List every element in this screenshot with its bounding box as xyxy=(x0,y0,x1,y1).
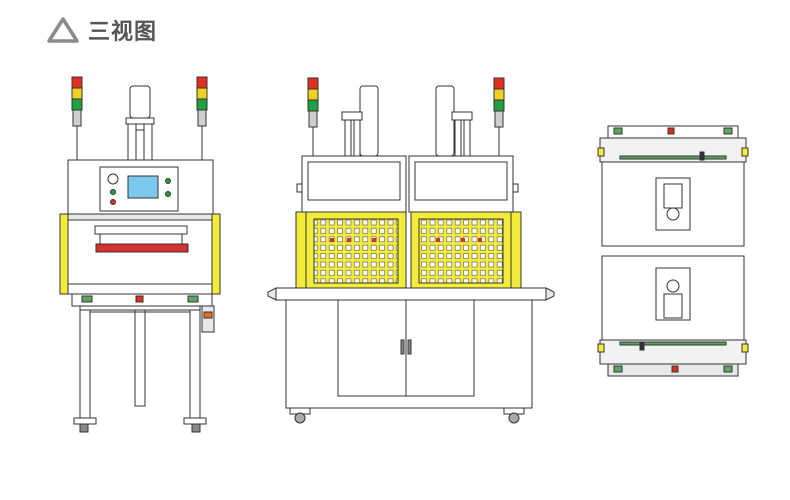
header: 三视图 xyxy=(46,14,157,46)
leg-right xyxy=(189,309,201,419)
top-view xyxy=(597,125,749,377)
pressure-gauge xyxy=(107,173,119,185)
page-title: 三视图 xyxy=(88,20,158,45)
signal-tower-side-left xyxy=(307,77,319,156)
air-cylinder xyxy=(125,85,155,163)
touch-screen xyxy=(127,175,159,199)
signal-tower-left xyxy=(71,76,83,160)
signal-tower-right xyxy=(196,76,208,160)
heating-plate xyxy=(95,243,189,253)
triangle-outline-icon xyxy=(47,17,79,43)
front-view xyxy=(59,76,221,433)
leg-left xyxy=(79,309,91,419)
table-top xyxy=(275,287,547,301)
signal-tower-side-right xyxy=(493,77,505,156)
side-view xyxy=(267,77,555,424)
